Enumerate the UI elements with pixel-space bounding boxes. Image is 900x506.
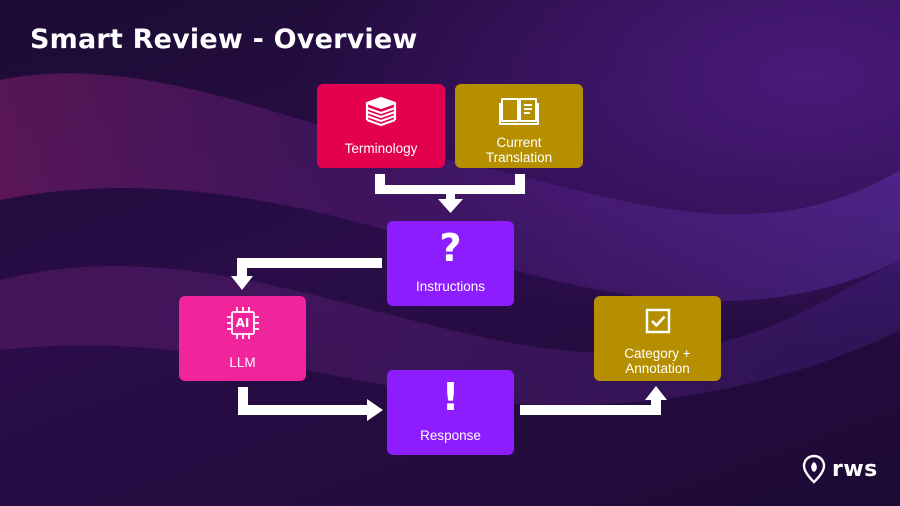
- response-node: ! Response: [387, 370, 514, 455]
- terminology-node: Terminology: [317, 84, 445, 168]
- question-mark-icon: ?: [439, 226, 462, 270]
- category-annotation-node: Category + Annotation: [594, 296, 721, 381]
- ai-chip-icon: AI: [226, 306, 260, 340]
- checkbox-icon: [645, 308, 670, 334]
- rws-logo-icon: [802, 454, 826, 484]
- stacked-books-icon: [365, 96, 397, 127]
- terminology-label: Terminology: [344, 141, 418, 156]
- response-label: Response: [420, 428, 481, 443]
- slide-title: Smart Review - Overview: [30, 24, 418, 55]
- instructions-node: ? Instructions: [387, 221, 514, 306]
- llm-label: LLM: [229, 355, 256, 370]
- ai-chip-text: AI: [235, 316, 250, 330]
- open-book-icon: [499, 98, 539, 125]
- exclamation-icon: !: [441, 375, 460, 419]
- llm-node: AI LLM: [179, 296, 306, 381]
- instructions-label: Instructions: [415, 279, 486, 294]
- rws-logo-text: rws: [832, 456, 878, 482]
- category-annotation-label: Category + Annotation: [624, 346, 691, 376]
- rws-logo: rws: [802, 454, 878, 484]
- current-translation-node: Current Translation: [455, 84, 583, 168]
- current-translation-label: Current Translation: [485, 135, 553, 165]
